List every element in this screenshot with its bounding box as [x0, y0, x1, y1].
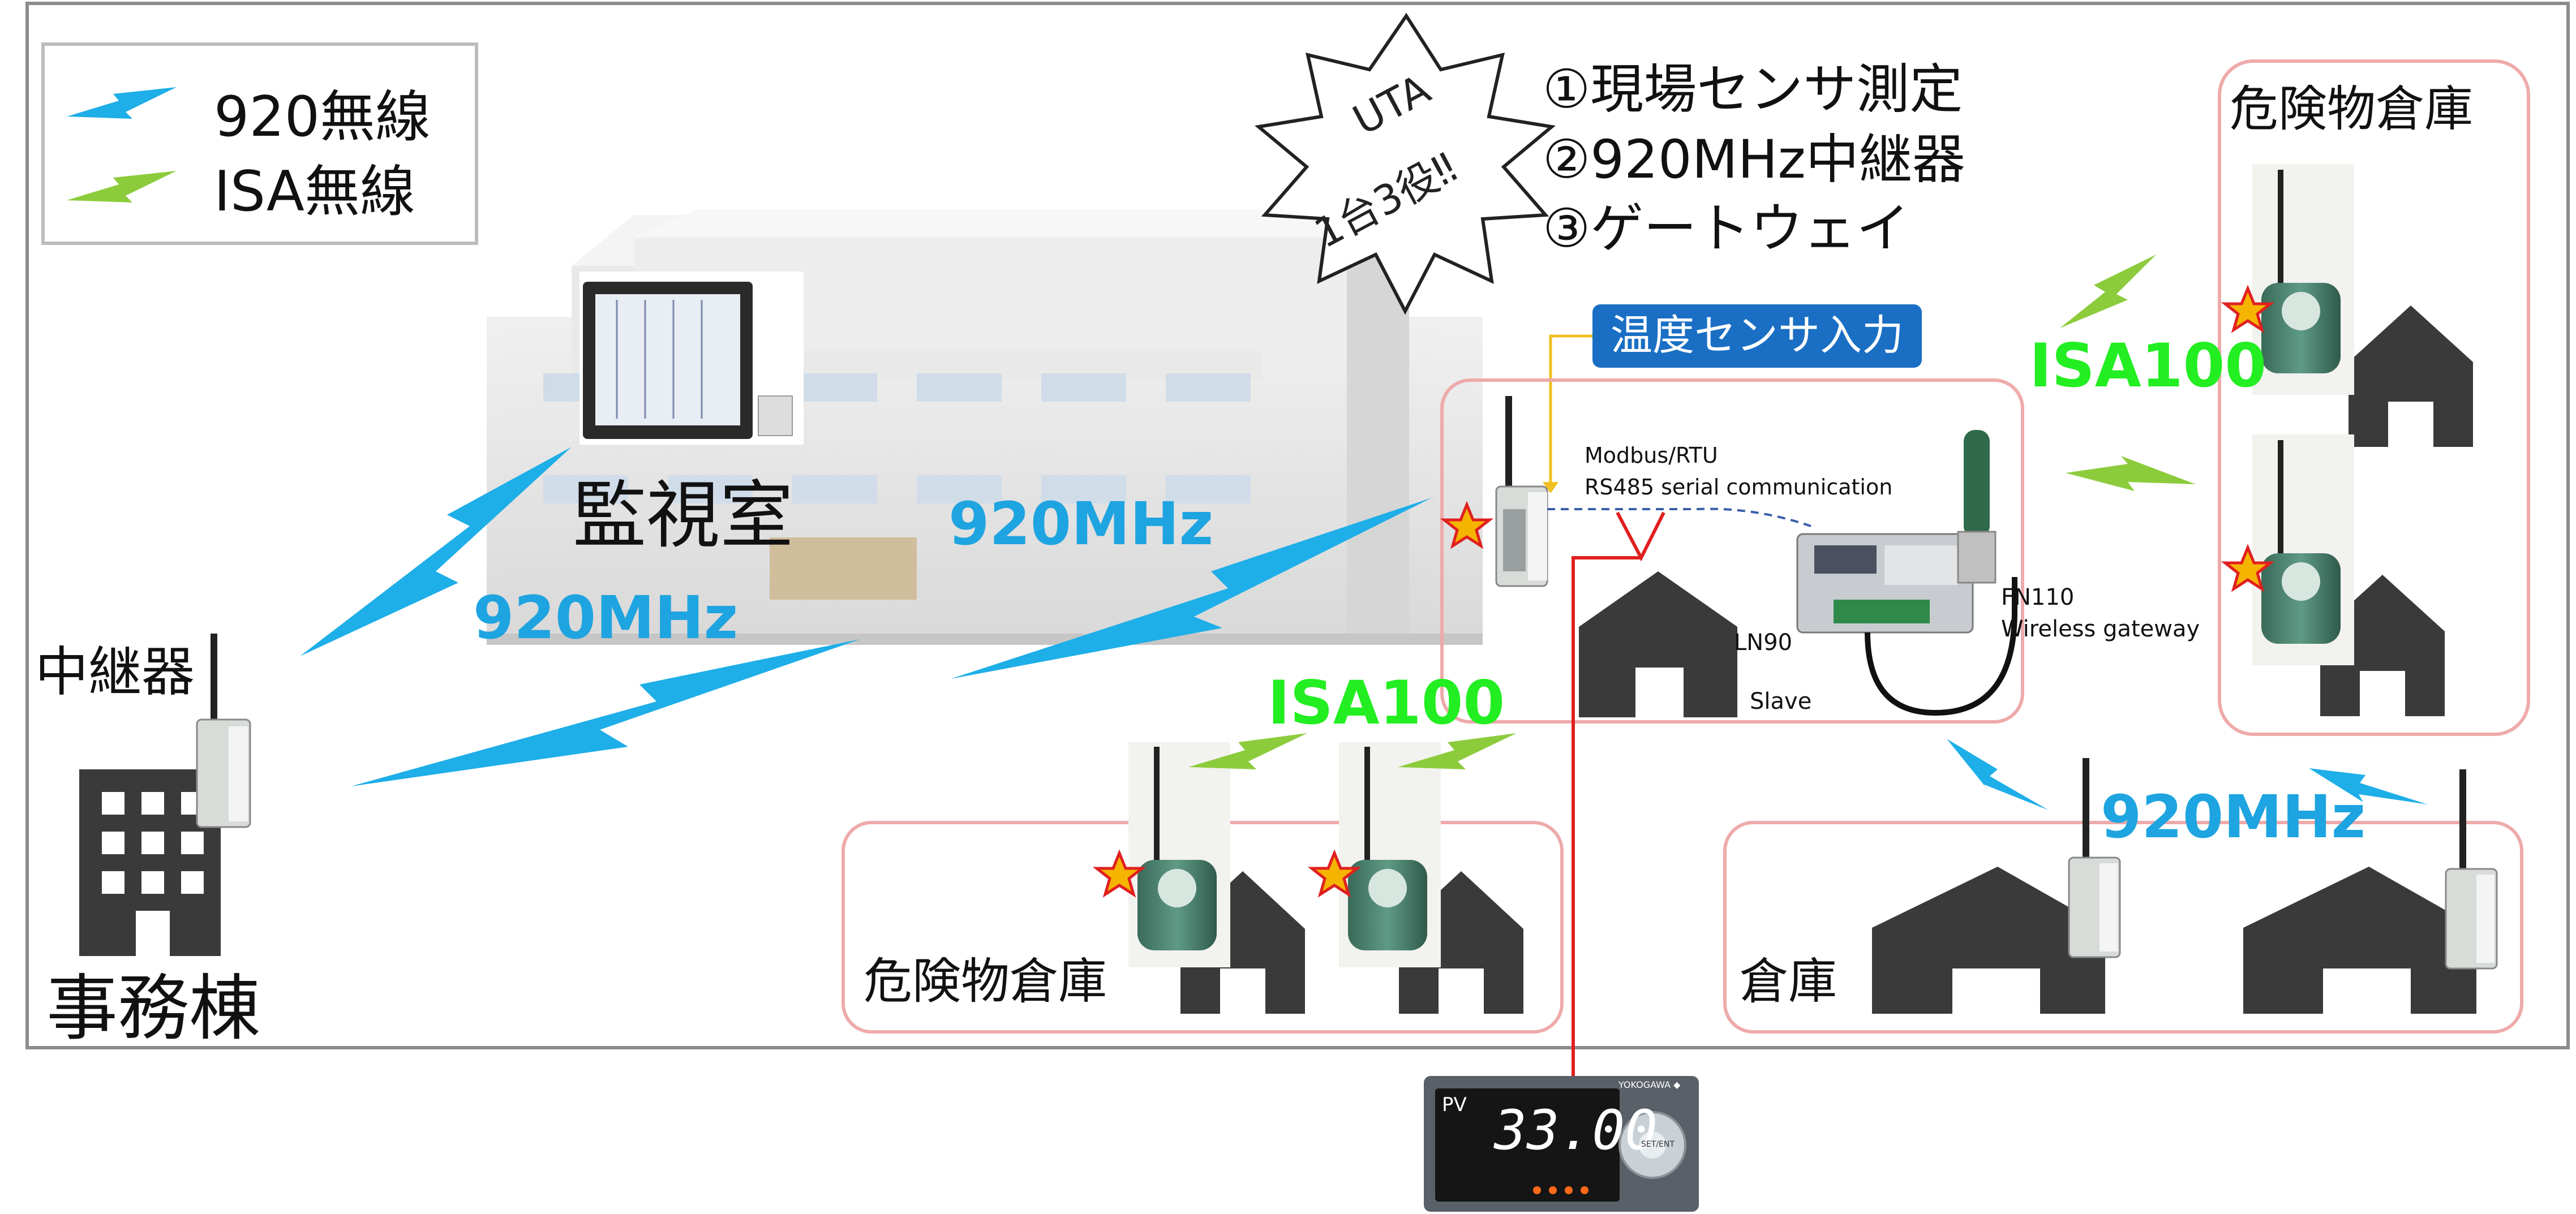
modbus-serial-line	[1547, 507, 1811, 527]
warehouse-repeater-1	[2068, 758, 2121, 958]
field-sensor-bottom-right	[1339, 742, 1441, 967]
fn110-device	[1957, 430, 1997, 584]
role-1: ①現場センサ測定	[1543, 59, 1963, 120]
bolt-repeater-to-monitor-icon	[300, 447, 572, 656]
legend-blue-bolt-icon	[67, 87, 177, 119]
temp-input-label: 温度センサ入力	[1611, 311, 1904, 360]
isa-bolt-icon	[1188, 733, 1307, 769]
field-sensor-right-bottom	[2252, 434, 2354, 665]
hazard-store-bottom-label: 危険物倉庫	[864, 953, 1107, 1010]
hazard-store-right-label: 危険物倉庫	[2230, 81, 2473, 137]
isa-label-2: ISA100	[1268, 668, 1505, 738]
legend-green-bolt-icon	[67, 171, 177, 203]
field-sensor-right-top	[2252, 164, 2354, 395]
uta-device	[1495, 396, 1548, 587]
mhz-bolts-small	[1947, 739, 2428, 810]
star-icon	[2221, 285, 2275, 333]
house-icon	[2243, 867, 2476, 1014]
role-2: ②920MHz中継器	[1543, 129, 1965, 191]
warehouse-label: 倉庫	[1740, 953, 1837, 1010]
warehouse-repeater-2	[2445, 769, 2498, 970]
role-3: ③ゲートウェイ	[1543, 198, 1910, 260]
repeater-device	[196, 634, 251, 828]
repeater-label: 中継器	[35, 642, 195, 703]
sensor-stars	[1092, 285, 2275, 898]
temp-input-lead	[1549, 334, 1592, 491]
house-icon	[2349, 305, 2473, 447]
hazard-store-right-box	[2218, 59, 2530, 736]
controller-pv-label: PV	[1442, 1094, 1467, 1116]
bolt-office-to-building-icon	[351, 639, 860, 786]
slave-label: Slave	[1750, 688, 1812, 714]
star-icon	[1307, 849, 1362, 898]
isa-label-1: ISA100	[2029, 331, 2267, 401]
star-icon	[2221, 544, 2275, 592]
controller-brand: YOKOGAWA ◆	[1618, 1079, 1681, 1090]
uta-star-icon	[1440, 501, 1494, 549]
house-icon	[1872, 867, 2105, 1014]
mhz-label-2: 920MHz	[948, 489, 1214, 558]
legend	[41, 42, 478, 245]
temperature-controller	[1424, 1076, 1699, 1212]
temp-input-badge	[1592, 304, 1922, 368]
ln90-label: LN90	[1734, 630, 1793, 656]
house-icon	[1579, 571, 1737, 717]
recorder-icon	[579, 272, 804, 445]
legend-isa-label: ISA無線	[214, 160, 415, 224]
mhz-bolt-icon	[1947, 739, 2049, 810]
modbus-label-line2: RS485 serial communication	[1585, 475, 1893, 500]
uta-group-box	[1440, 378, 2024, 724]
legend-920-label: 920無線	[214, 85, 431, 149]
bolt-building-to-uta-icon	[951, 498, 1432, 679]
star-icon	[1092, 849, 1147, 898]
mhz-label-1: 920MHz	[473, 583, 739, 652]
field-sensor-bottom-left	[1128, 742, 1230, 967]
controller-set-label: SET/ENT	[1641, 1140, 1675, 1149]
house-icons	[1180, 305, 2476, 1014]
isa-bolt-icon	[2066, 456, 2196, 491]
isa-bolts	[1188, 255, 2196, 769]
controller-pv-value: 33.00	[1494, 1099, 1658, 1162]
mhz-bolt-icon	[2309, 768, 2428, 804]
isa-bolt-icon	[2060, 255, 2156, 328]
modbus-label-line1: Modbus/RTU	[1585, 443, 1718, 468]
fn110-label-line2: Wireless gateway	[2001, 616, 2200, 642]
fn110-label-line1: FN110	[2001, 584, 2075, 610]
uta-burst	[1255, 12, 1556, 315]
office-building-label: 事務棟	[46, 967, 260, 1050]
warehouse-box	[1723, 821, 2523, 1034]
mhz-label-3: 920MHz	[2101, 782, 2366, 851]
red-wire-to-controller	[1572, 556, 1641, 1078]
monitoring-room-label: 監視室	[573, 472, 794, 558]
isa-bolt-icon	[1398, 733, 1517, 769]
ln90-device	[1796, 533, 2017, 716]
